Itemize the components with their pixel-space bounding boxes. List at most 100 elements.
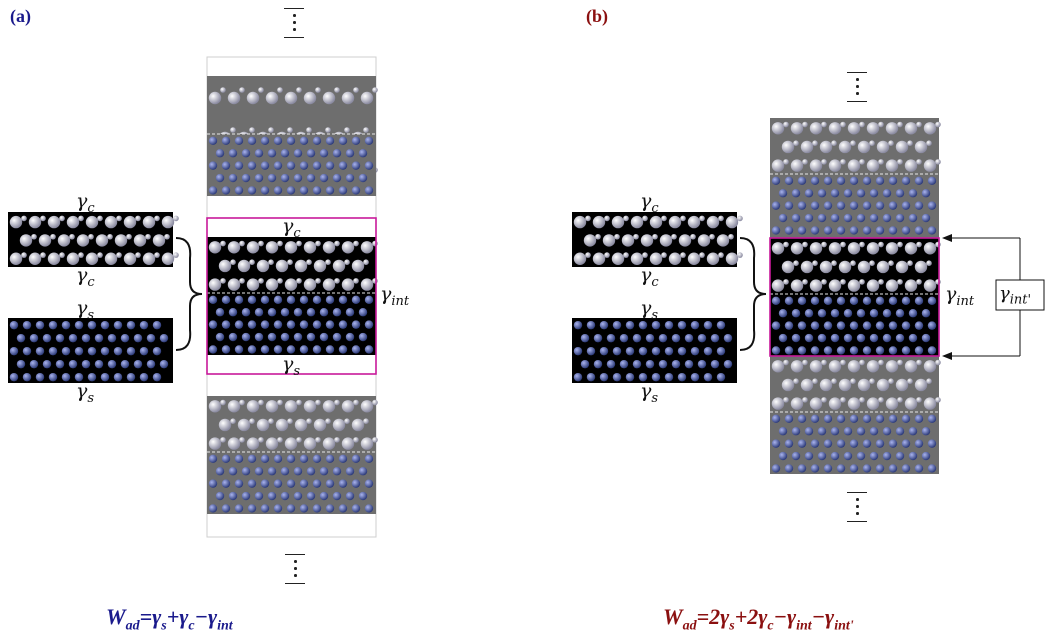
free-ceramic-slab-b-atom (716, 234, 730, 247)
interface-ceramic-a-atom (294, 259, 308, 273)
stack-top-ceramic-b-atom (802, 159, 808, 165)
repeat-bottom-substrate-a-atom (273, 454, 283, 464)
interface-substrate-a-atom (332, 308, 342, 317)
free-substrate-slab-b-atom (612, 320, 622, 330)
interface-ceramic-b-atom (847, 242, 861, 255)
free-substrate-slab-a-atom (48, 346, 58, 356)
stack-bottom-substrate-b-atom (830, 427, 840, 436)
free-substrate-slab-b-atom (651, 372, 661, 382)
interface-substrate-b-atom (882, 309, 892, 318)
interface-substrate-b-atom (875, 296, 885, 306)
interface-substrate-a-atom (351, 320, 361, 329)
repeat-top-substrate-a-atom (338, 136, 348, 146)
repeat-bottom-ceramic-a-atom (265, 437, 279, 450)
stack-bottom-ceramic-b-atom (809, 360, 823, 373)
repeat-top-ceramic-a-atom (296, 87, 302, 93)
interface-substrate-b-atom (771, 346, 781, 355)
interface-substrate-a-atom (325, 320, 335, 329)
interface-substrate-a-atom (293, 332, 303, 342)
free-substrate-slab-b-atom (658, 359, 668, 369)
interface-ceramic-b-atom (916, 279, 922, 285)
repeat-bottom-substrate-a-atom (254, 467, 264, 476)
stack-bottom-ceramic-b-atom (781, 378, 795, 392)
stack-bottom-substrate-b-atom (797, 439, 807, 448)
repeat-bottom-ceramic-a-atom (315, 399, 321, 406)
stack-top-ceramic-b-atom (802, 121, 808, 128)
stack-top-substrate-b-atom (849, 176, 859, 186)
interface-ceramic-a-atom (353, 240, 359, 247)
stack-bottom-substrate-b-atom (823, 414, 833, 424)
interface-ceramic-a-atom (296, 278, 302, 284)
repeat-top-ceramic-a-atom (363, 127, 369, 133)
repeat-top-ceramic-a-atom (322, 91, 336, 105)
free-ceramic-slab-a-atom (104, 215, 118, 229)
repeat-bottom-substrate-a-atom (293, 467, 303, 476)
stack-bottom-ceramic-b-atom (885, 397, 899, 410)
interface-ceramic-a-atom (344, 259, 350, 266)
repeat-bottom-ceramic-a-atom (258, 437, 264, 443)
interface-substrate-a-atom (364, 295, 374, 305)
interface-substrate-b-atom (797, 321, 807, 330)
interface-ceramic-a-atom (372, 278, 378, 284)
free-ceramic-slab-b-atom (642, 252, 648, 258)
free-ceramic-slab-a-atom (66, 215, 80, 229)
free-ceramic-slab-a-atom (66, 252, 80, 265)
stack-top-substrate-b-atom (908, 213, 918, 223)
gamma-c-top-b: γc (640, 190, 659, 216)
stack-bottom-substrate-b-atom (908, 427, 918, 436)
free-ceramic-slab-a-atom (123, 215, 137, 229)
free-substrate-slab-a-atom (94, 333, 104, 343)
interface-substrate-a-atom (299, 295, 309, 305)
free-substrate-slab-b-atom (664, 320, 674, 330)
repeat-top-substrate-a-atom (208, 186, 218, 195)
interface-ceramic-a-atom (277, 240, 283, 247)
stack-bottom-ceramic-b-atom (819, 378, 833, 392)
interface-substrate-b-atom (797, 296, 807, 306)
repeat-top-substrate-a-atom (208, 136, 218, 146)
interface-substrate-b-atom (797, 346, 807, 355)
repeat-top-substrate-a-atom (338, 161, 348, 170)
repeat-top-ceramic-a-atom (360, 91, 374, 105)
repeat-top-substrate-a-atom (319, 149, 329, 158)
stack-top-ceramic-b-atom (895, 140, 909, 154)
interface-ceramic-b-atom (926, 260, 932, 267)
interface-ceramic-a-atom (334, 240, 340, 247)
stack-top-ceramic-b-atom (790, 159, 804, 172)
interface-substrate-b-atom (888, 296, 898, 306)
interface-ceramic-b-atom (850, 260, 856, 267)
repeat-top-ceramic-a-atom (239, 87, 245, 93)
stack-bottom-ceramic-b-atom (838, 378, 852, 392)
stack-top-substrate-b-atom (862, 201, 872, 210)
free-ceramic-slab-a-atom (116, 252, 122, 258)
repeat-top-ceramic-a-atom (249, 127, 255, 133)
free-ceramic-slab-a-atom (154, 215, 160, 222)
repeat-top-substrate-a-atom (260, 186, 270, 195)
free-substrate-slab-b-atom (716, 346, 726, 356)
stack-top-substrate-b-atom (836, 201, 846, 210)
repeat-bottom-substrate-a-atom (293, 491, 303, 501)
stack-top-ceramic-b-atom (876, 140, 890, 154)
free-substrate-slab-b-atom (716, 320, 726, 330)
interface-substrate-a-atom (241, 332, 251, 342)
stack-top-substrate-b-atom (875, 176, 885, 186)
repeat-bottom-substrate-a-atom (221, 504, 231, 513)
interface-ceramic-a-atom (220, 240, 226, 247)
stack-bottom-substrate-b-atom (901, 439, 911, 448)
interface-ceramic-b-atom (802, 241, 808, 248)
interface-ceramic-b-atom (809, 279, 823, 292)
stack-bottom-ceramic-b-atom (916, 359, 922, 366)
repeat-top-ceramic-a-atom (372, 87, 378, 93)
stack-top-substrate-b-atom (869, 213, 879, 223)
stack-top-substrate-b-atom (927, 176, 937, 186)
interface-substrate-b-atom (927, 296, 937, 306)
stack-top-ceramic-b-atom (907, 140, 913, 146)
interface-substrate-b-atom (836, 346, 846, 355)
interface-ceramic-a-atom (363, 259, 369, 266)
repeat-top-ceramic-a-atom (265, 91, 279, 105)
stack-top-substrate-b-atom (862, 226, 872, 235)
repeat-bottom-substrate-a-atom (319, 491, 329, 501)
free-ceramic-slab-a-atom (28, 252, 42, 265)
interface-substrate-b-atom (882, 333, 892, 343)
free-ceramic-slab-a-atom (31, 233, 37, 240)
interface-substrate-a-atom (338, 295, 348, 305)
